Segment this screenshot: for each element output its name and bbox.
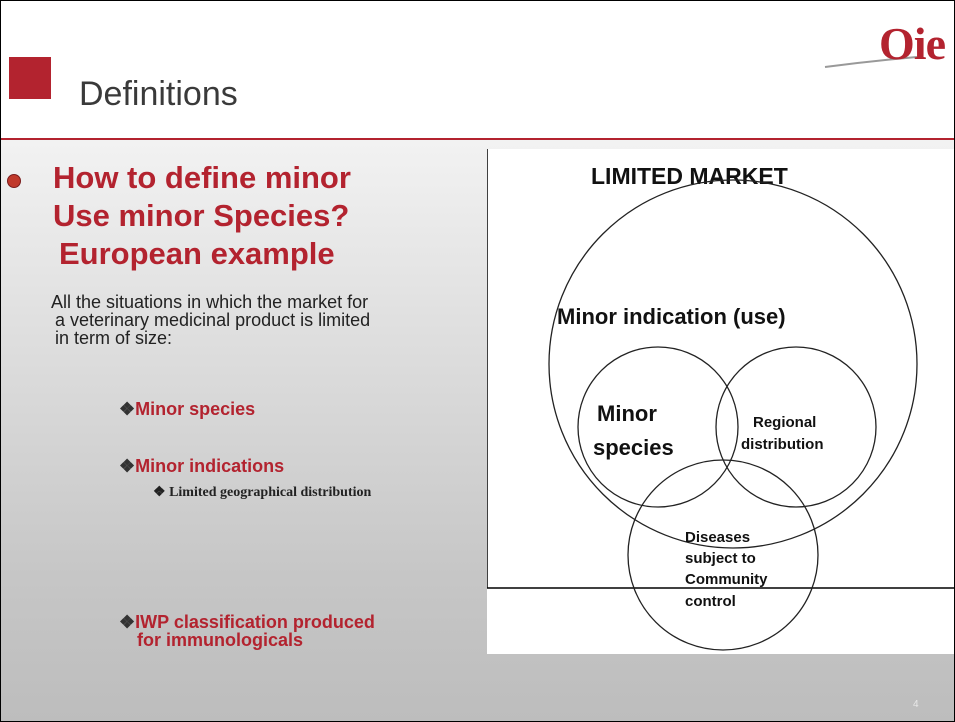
item-minor-indications: ❖Minor indications [119,456,285,476]
heading-line-3: European example [59,236,335,271]
diamond-bullet-icon: ❖ [119,456,136,476]
diseases-label-3: Community [685,571,768,588]
item-iwp-classification: ❖IWP classification produced for immunol… [119,612,375,650]
slide-header: Definitions Oie [1,1,954,139]
description-line-1: All the situations in which the market f… [51,292,369,312]
logo-swoosh-icon [824,56,918,68]
diseases-label-2: subject to [685,550,756,567]
description: All the situations in which the market f… [51,293,481,347]
minor-indication-label: Minor indication (use) [557,304,786,329]
page-number: 4 [913,699,919,710]
description-line-3: in term of size: [55,328,173,348]
regional-label-1: Regional [753,414,816,431]
diamond-bullet-icon: ❖ [119,399,136,419]
header-divider [1,138,954,140]
community-control-circle [627,459,819,651]
main-heading: How to define minor Use minor Species? E… [53,159,473,273]
title-accent-square [9,57,51,99]
heading-line-1: How to define minor [53,160,351,195]
regional-distribution-circle [715,346,877,508]
regional-label-2: distribution [741,436,824,453]
slide-title: Definitions [79,75,238,113]
logo-text: Oie [879,18,946,69]
minor-indication-circle [548,179,918,549]
minor-species-circle [577,346,739,508]
item-minor-species: ❖Minor species [119,399,256,419]
minor-species-label-1: Minor [597,401,657,426]
item-limited-geographical-distribution: ❖ Limited geographical distribution [153,485,372,500]
diseases-label-4: control [685,593,736,610]
venn-diagram: LIMITED MARKET Minor indication (use) Mi… [486,149,954,654]
diseases-label-1: Diseases [685,529,750,546]
venn-diagram-svg: LIMITED MARKET Minor indication (use) Mi… [486,149,954,654]
diamond-bullet-icon: ❖ [153,485,170,500]
oie-logo: Oie [821,17,951,73]
heading-line-2: Use minor Species? [53,198,350,233]
minor-species-label-2: species [593,435,674,460]
description-line-2: a veterinary medicinal product is limite… [55,310,371,330]
bullet-dot-icon [7,174,21,188]
diamond-bullet-icon: ❖ [119,612,136,632]
